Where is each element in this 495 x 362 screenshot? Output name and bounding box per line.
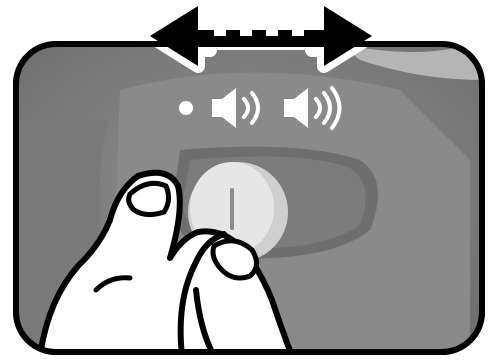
dot-icon xyxy=(179,101,193,115)
